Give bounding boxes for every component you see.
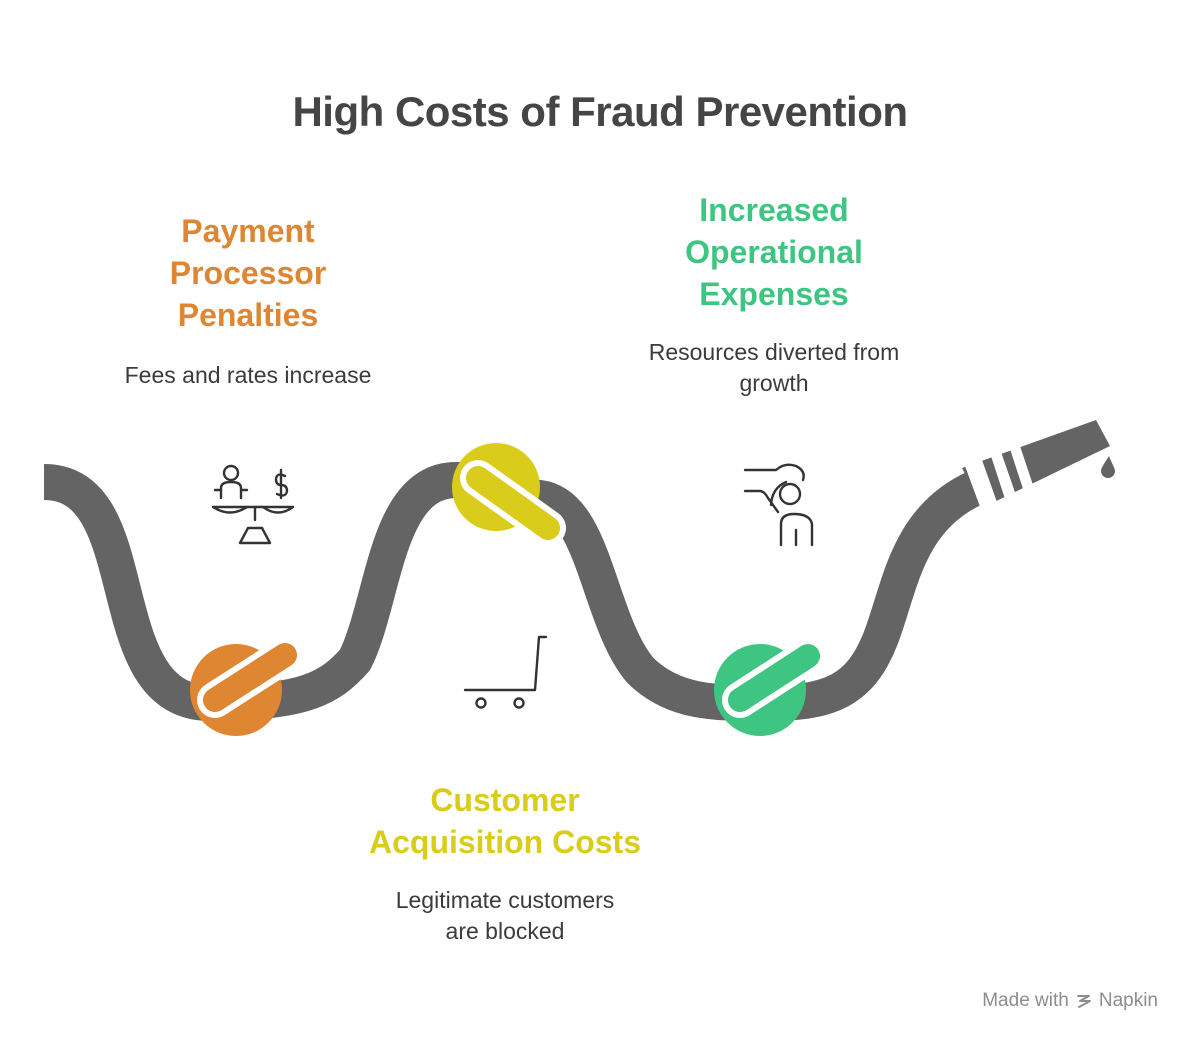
section-description: Legitimate customers are blocked xyxy=(340,885,670,947)
heading-line: Payment xyxy=(181,213,315,249)
description-line: are blocked xyxy=(445,918,565,944)
hose-nozzle xyxy=(962,420,1115,512)
page-title: High Costs of Fraud Prevention xyxy=(292,88,908,135)
section-payment-processor-penalties: Payment Processor Penalties Fees and rat… xyxy=(98,210,398,391)
knot-green xyxy=(714,638,826,736)
knot-yellow xyxy=(452,443,566,546)
heading-line: Penalties xyxy=(177,297,319,333)
section-heading: Customer Acquisition Costs xyxy=(340,779,670,863)
section-increased-operational-expenses: Increased Operational Expenses Resources… xyxy=(624,189,924,399)
section-heading: Increased Operational Expenses xyxy=(624,189,924,315)
description-line: Resources diverted from xyxy=(648,339,900,365)
description-line: Fees and rates increase xyxy=(124,362,372,388)
heading-line: Acquisition Costs xyxy=(368,824,641,860)
heading-line: Processor xyxy=(169,255,327,291)
hand-holding-person-icon xyxy=(743,463,814,547)
heading-line: Operational xyxy=(685,234,863,270)
section-description: Fees and rates increase xyxy=(98,360,398,391)
scale-person-dollar-icon xyxy=(211,464,295,545)
water-drop-icon xyxy=(1101,456,1115,478)
section-customer-acquisition-costs: Customer Acquisition Costs Legitimate cu… xyxy=(340,779,670,947)
made-with-credit: Made with Napkin xyxy=(982,990,1158,1012)
description-line: growth xyxy=(739,370,809,396)
credit-prefix: Made with xyxy=(982,990,1069,1011)
heading-line: Customer xyxy=(430,782,580,818)
section-description: Resources diverted from growth xyxy=(624,337,924,399)
section-heading: Payment Processor Penalties xyxy=(98,210,398,336)
description-line: Legitimate customers xyxy=(395,887,615,913)
knot-orange xyxy=(190,637,303,736)
heading-line: Increased xyxy=(699,192,849,228)
napkin-logo-icon xyxy=(1076,995,1091,1008)
heading-line: Expenses xyxy=(699,276,849,312)
shopping-cart-icon xyxy=(463,635,548,709)
credit-brand: Napkin xyxy=(1098,990,1158,1011)
